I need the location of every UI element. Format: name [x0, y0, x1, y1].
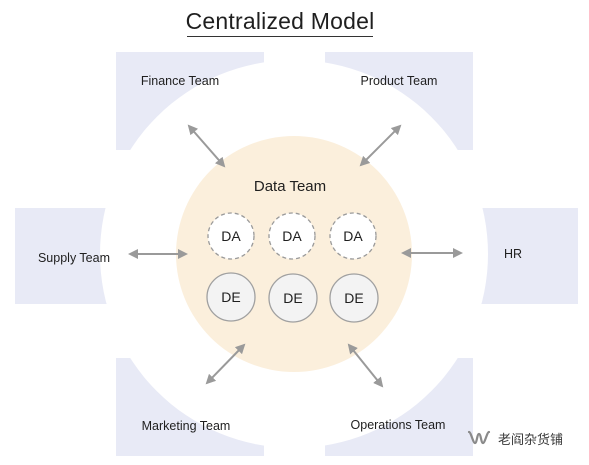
finance-arrow: [187, 124, 226, 168]
operations-arrow: [347, 343, 384, 388]
da-circle-2: [268, 212, 316, 260]
operations-team-label: Operations Team: [350, 418, 446, 432]
diagram-title: Centralized Model: [185, 8, 375, 34]
da-label-1: DA: [221, 228, 241, 244]
marketing-team-label: Marketing Team: [141, 419, 231, 433]
da-circle-3: [329, 212, 377, 260]
de-circle-3: [329, 273, 379, 323]
supply-team-label: Supply Team: [37, 251, 111, 265]
title-underline: [187, 36, 373, 37]
data-team-label: Data Team: [253, 178, 327, 195]
de-circle-1: [206, 272, 256, 322]
product-arrow: [359, 124, 402, 167]
de-label-2: DE: [283, 290, 303, 306]
wechat-channel-icon: [467, 430, 491, 445]
de-circle-2: [268, 273, 318, 323]
watermark: 老阎杂货铺: [466, 428, 563, 448]
finance-team-label: Finance Team: [140, 74, 220, 88]
da-label-3: DA: [343, 228, 363, 244]
de-label-3: DE: [344, 290, 364, 306]
hr-team-label: HR: [503, 247, 523, 261]
product-team-label: Product Team: [360, 74, 438, 88]
watermark-text: 老阎杂货铺: [498, 432, 564, 448]
da-label-2: DA: [282, 228, 302, 244]
da-circle-1: [207, 212, 255, 260]
marketing-arrow: [205, 343, 246, 385]
de-label-1: DE: [221, 289, 241, 305]
